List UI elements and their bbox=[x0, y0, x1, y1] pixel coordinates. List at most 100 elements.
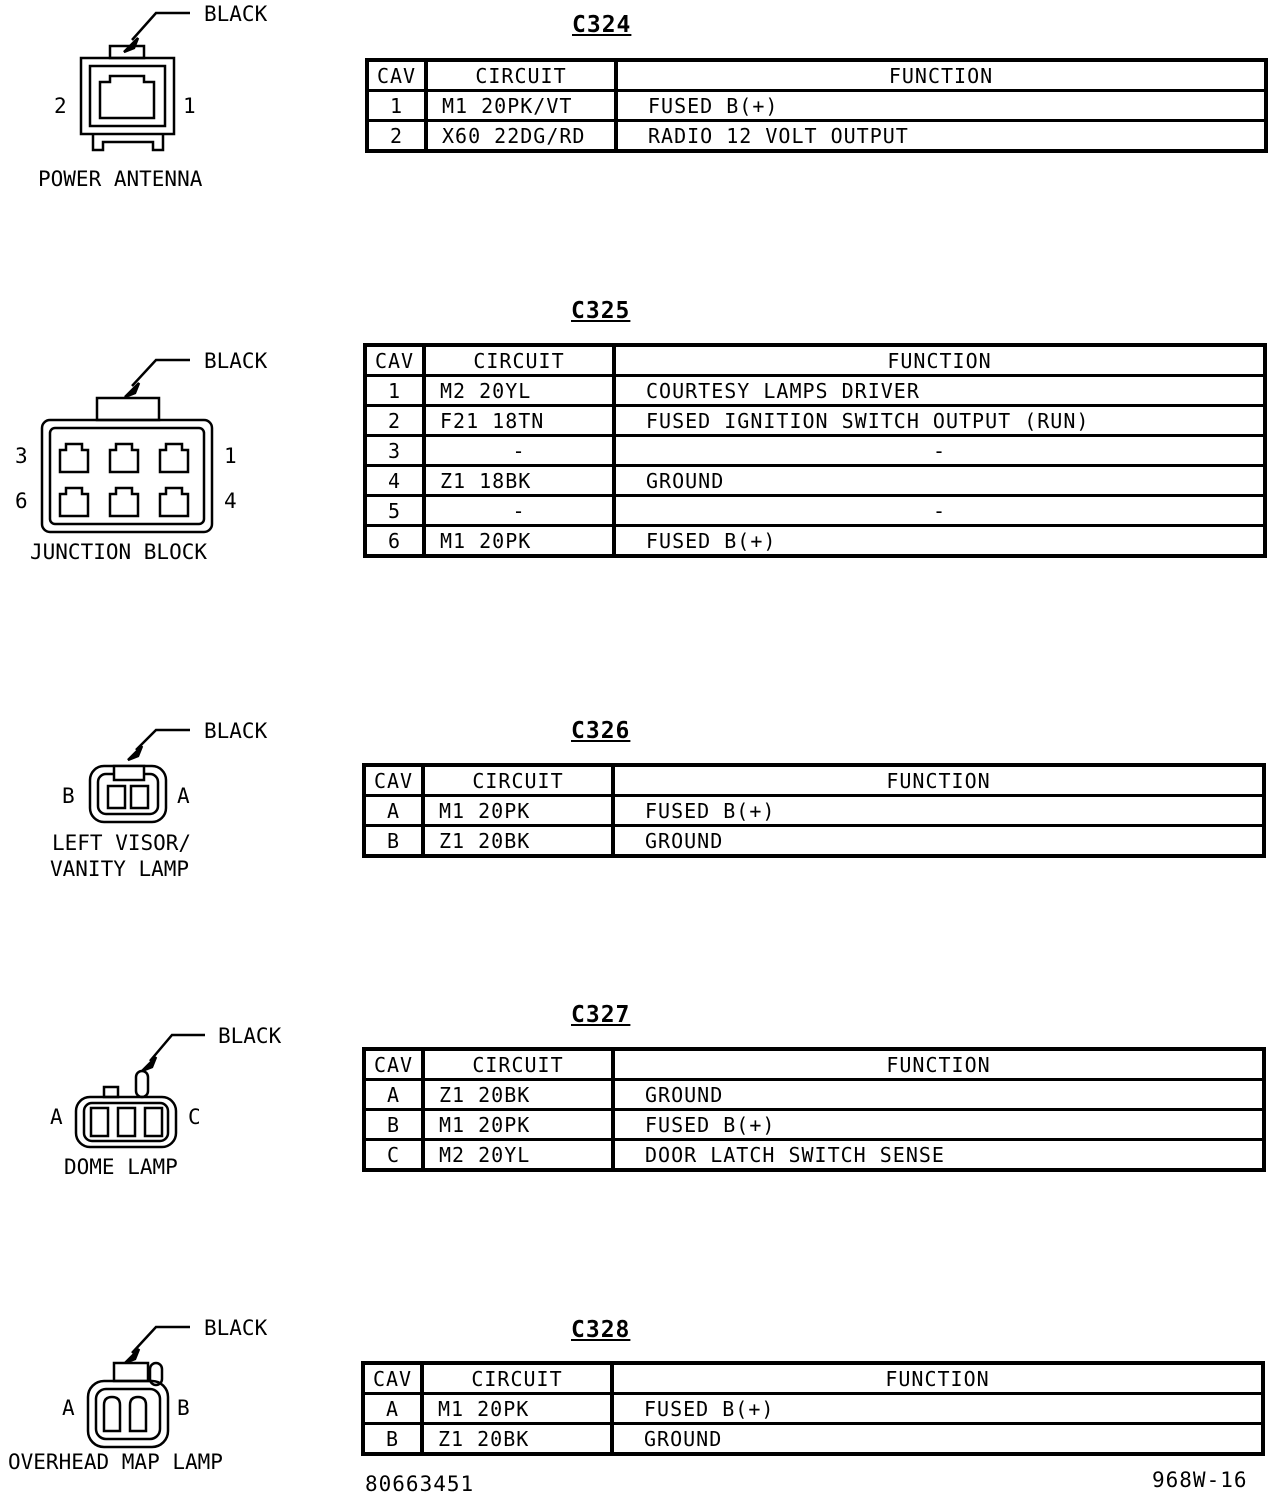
pin-label: B bbox=[177, 1396, 190, 1420]
pin-label: 6 bbox=[15, 489, 28, 513]
junction-block-connector-diagram: BLACK 3 1 6 4 JUNCTION BLOCK bbox=[15, 349, 268, 564]
header-cav: CAV bbox=[363, 343, 426, 377]
pin-label: B bbox=[62, 784, 75, 808]
header-function: FUNCTION bbox=[611, 763, 1266, 797]
circuit-cell: F21 18TN bbox=[422, 404, 616, 437]
cav-cell: 5 bbox=[363, 494, 426, 527]
cav-cell: 2 bbox=[363, 404, 426, 437]
function-cell: RADIO 12 VOLT OUTPUT bbox=[614, 119, 1268, 153]
connector-table: CAV CIRCUIT FUNCTION 1 M2 20YL COURTESY … bbox=[363, 343, 1267, 558]
header-circuit: CIRCUIT bbox=[422, 343, 616, 377]
circuit-cell: Z1 20BK bbox=[421, 1078, 615, 1111]
color-label: BLACK bbox=[204, 2, 268, 26]
table-header-row: CAV CIRCUIT FUNCTION bbox=[362, 763, 1266, 797]
circuit-cell: M1 20PK bbox=[420, 1392, 614, 1425]
cav-cell: 1 bbox=[365, 89, 428, 122]
document-number: 80663451 bbox=[365, 1472, 475, 1496]
function-cell: FUSED B(+) bbox=[611, 1108, 1266, 1141]
function-cell: GROUND bbox=[611, 824, 1266, 858]
table-row: A M1 20PK FUSED B(+) bbox=[361, 1392, 1265, 1425]
header-function: FUNCTION bbox=[611, 1047, 1266, 1081]
circuit-cell: Z1 18BK bbox=[422, 464, 616, 497]
connector-table: CAV CIRCUIT FUNCTION A M1 20PK FUSED B(+… bbox=[362, 763, 1266, 858]
color-label: BLACK bbox=[218, 1024, 282, 1048]
cav-cell: B bbox=[362, 1108, 425, 1141]
color-label: BLACK bbox=[204, 349, 268, 373]
function-cell: FUSED IGNITION SWITCH OUTPUT (RUN) bbox=[612, 404, 1267, 437]
cav-cell: A bbox=[362, 1078, 425, 1111]
header-circuit: CIRCUIT bbox=[420, 1361, 614, 1395]
header-circuit: CIRCUIT bbox=[421, 763, 615, 797]
header-function: FUNCTION bbox=[612, 343, 1267, 377]
function-cell: - bbox=[612, 494, 1267, 527]
function-cell: FUSED B(+) bbox=[612, 524, 1267, 558]
table-row: 5 - - bbox=[363, 494, 1267, 527]
connector-table: CAV CIRCUIT FUNCTION 1 M1 20PK/VT FUSED … bbox=[365, 58, 1268, 153]
header-function: FUNCTION bbox=[610, 1361, 1265, 1395]
component-name-line: VANITY LAMP bbox=[50, 857, 189, 881]
figure-number: 968W-16 bbox=[1152, 1468, 1248, 1492]
table-row: 2 F21 18TN FUSED IGNITION SWITCH OUTPUT … bbox=[363, 404, 1267, 437]
function-cell: GROUND bbox=[611, 1078, 1266, 1111]
function-cell: GROUND bbox=[612, 464, 1267, 497]
component-name: OVERHEAD MAP LAMP bbox=[8, 1450, 223, 1474]
pin-label: A bbox=[50, 1105, 63, 1129]
table-row: A M1 20PK FUSED B(+) bbox=[362, 794, 1266, 827]
pin-label: 2 bbox=[54, 94, 67, 118]
function-cell: FUSED B(+) bbox=[611, 794, 1266, 827]
circuit-cell: M2 20YL bbox=[421, 1138, 615, 1172]
pin-label: C bbox=[188, 1105, 201, 1129]
table-row: 3 - - bbox=[363, 434, 1267, 467]
connector-id: C326 bbox=[571, 718, 631, 744]
table-row: 4 Z1 18BK GROUND bbox=[363, 464, 1267, 497]
table-row: 1 M2 20YL COURTESY LAMPS DRIVER bbox=[363, 374, 1267, 407]
pin-label: 1 bbox=[224, 444, 237, 468]
circuit-cell: X60 22DG/RD bbox=[424, 119, 618, 153]
cav-cell: B bbox=[361, 1422, 424, 1456]
connector-id: C328 bbox=[571, 1317, 631, 1343]
connector-id: C327 bbox=[571, 1002, 631, 1028]
circuit-cell: - bbox=[422, 434, 616, 467]
pin-label: 1 bbox=[183, 94, 196, 118]
table-row: B Z1 20BK GROUND bbox=[361, 1422, 1265, 1456]
pin-label: A bbox=[177, 784, 190, 808]
dome-lamp-connector-diagram: BLACK A C DOME LAMP bbox=[50, 1024, 282, 1179]
header-cav: CAV bbox=[362, 1047, 425, 1081]
cav-cell: A bbox=[362, 794, 425, 827]
table-header-row: CAV CIRCUIT FUNCTION bbox=[361, 1361, 1265, 1395]
header-function: FUNCTION bbox=[614, 58, 1268, 92]
circuit-cell: Z1 20BK bbox=[420, 1422, 614, 1456]
table-header-row: CAV CIRCUIT FUNCTION bbox=[363, 343, 1267, 377]
connector-id: C324 bbox=[572, 12, 632, 38]
function-cell: FUSED B(+) bbox=[614, 89, 1268, 122]
cav-cell: 1 bbox=[363, 374, 426, 407]
function-cell: GROUND bbox=[610, 1422, 1265, 1456]
function-cell: COURTESY LAMPS DRIVER bbox=[612, 374, 1267, 407]
pin-label: A bbox=[62, 1396, 75, 1420]
circuit-cell: Z1 20BK bbox=[421, 824, 615, 858]
table-row: B Z1 20BK GROUND bbox=[362, 824, 1266, 858]
table-row: 2 X60 22DG/RD RADIO 12 VOLT OUTPUT bbox=[365, 119, 1268, 153]
cav-cell: 6 bbox=[363, 524, 426, 558]
connector-table: CAV CIRCUIT FUNCTION A M1 20PK FUSED B(+… bbox=[361, 1361, 1265, 1456]
header-cav: CAV bbox=[361, 1361, 424, 1395]
circuit-cell: M1 20PK bbox=[421, 794, 615, 827]
circuit-cell: M1 20PK bbox=[421, 1108, 615, 1141]
pin-label: 3 bbox=[15, 444, 28, 468]
power-antenna-connector-diagram: BLACK 2 1 POWER ANTENNA bbox=[38, 2, 268, 191]
circuit-cell: - bbox=[422, 494, 616, 527]
color-label: BLACK bbox=[204, 1316, 268, 1340]
header-cav: CAV bbox=[365, 58, 428, 92]
connector-table: CAV CIRCUIT FUNCTION A Z1 20BK GROUND B … bbox=[362, 1047, 1266, 1172]
component-name: DOME LAMP bbox=[64, 1155, 178, 1179]
circuit-cell: M1 20PK/VT bbox=[424, 89, 618, 122]
cav-cell: 4 bbox=[363, 464, 426, 497]
header-cav: CAV bbox=[362, 763, 425, 797]
table-row: 6 M1 20PK FUSED B(+) bbox=[363, 524, 1267, 558]
overhead-map-lamp-connector-diagram: BLACK A B OVERHEAD MAP LAMP bbox=[8, 1316, 268, 1474]
component-name: POWER ANTENNA bbox=[38, 167, 203, 191]
cav-cell: A bbox=[361, 1392, 424, 1425]
table-row: 1 M1 20PK/VT FUSED B(+) bbox=[365, 89, 1268, 122]
table-header-row: CAV CIRCUIT FUNCTION bbox=[362, 1047, 1266, 1081]
header-circuit: CIRCUIT bbox=[421, 1047, 615, 1081]
